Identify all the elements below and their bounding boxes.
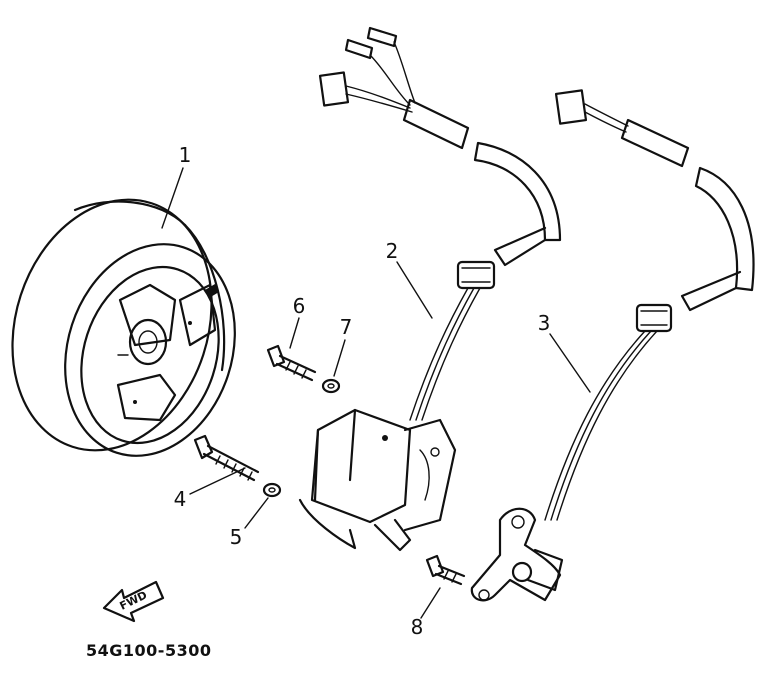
callout-part-6: 6 bbox=[293, 294, 306, 318]
callout-part-2: 2 bbox=[386, 239, 399, 263]
pulser-coil-harness bbox=[470, 89, 755, 602]
callout-part-8: 8 bbox=[411, 615, 424, 639]
washer-lower bbox=[262, 482, 282, 498]
callout-part-3: 3 bbox=[538, 311, 551, 335]
forward-direction-arrow: FWD bbox=[102, 580, 165, 623]
stator-coil-harness bbox=[298, 26, 562, 552]
washer-upper bbox=[321, 378, 341, 394]
screw-pulser bbox=[425, 554, 466, 586]
leader-lines bbox=[161, 167, 591, 619]
flywheel-rotor bbox=[11, 198, 236, 457]
callout-part-1: 1 bbox=[179, 143, 192, 167]
callout-part-4: 4 bbox=[174, 487, 187, 511]
callout-part-5: 5 bbox=[230, 525, 243, 549]
callout-part-7: 7 bbox=[340, 315, 353, 339]
screw-long bbox=[193, 434, 260, 482]
drawing-code: 54G100-5300 bbox=[86, 641, 211, 660]
screw-short bbox=[266, 344, 317, 382]
